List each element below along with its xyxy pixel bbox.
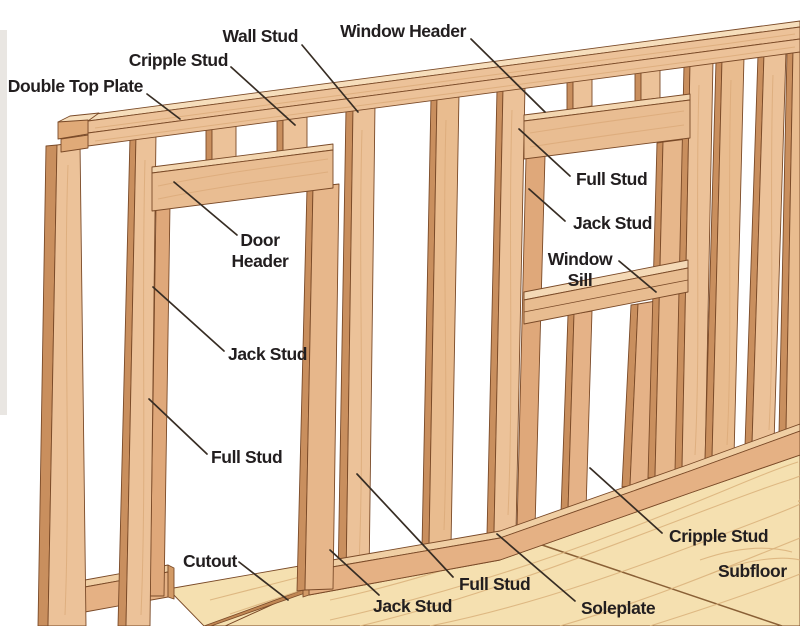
label-soleplate: Soleplate xyxy=(581,598,656,618)
window-full-stud-left xyxy=(486,85,526,535)
label-window-sill-line2: Sill xyxy=(568,270,593,290)
leader-soleplate xyxy=(496,533,576,602)
label-subfloor: Subfloor xyxy=(718,561,787,581)
label-double-top-plate: Double Top Plate xyxy=(8,76,144,96)
label-door-header-line2: Header xyxy=(232,251,290,271)
leader-cutout xyxy=(238,561,289,601)
door-header-beam xyxy=(151,143,334,212)
door-jack-stud-right xyxy=(296,183,340,592)
label-cripple-stud-top: Cripple Stud xyxy=(129,50,228,70)
leader-double-top-plate xyxy=(146,93,181,120)
double-top-plate-graphic xyxy=(57,20,800,153)
leader-door-header xyxy=(173,181,238,236)
wall-stud-right-edge xyxy=(778,48,800,434)
label-cripple-stud-bottom: Cripple Stud xyxy=(669,526,768,546)
wall-stud-middle xyxy=(421,93,460,548)
door-full-stud-left xyxy=(117,132,157,626)
window-cripple-stud-below-sill xyxy=(560,310,593,513)
label-jack-stud-window: Jack Stud xyxy=(573,213,652,233)
leader-cripple-stud-bottom xyxy=(589,467,663,534)
label-jack-stud-door: Jack Stud xyxy=(228,344,307,364)
label-jack-stud-bottom: Jack Stud xyxy=(373,596,452,616)
leader-wall-stud xyxy=(301,44,359,113)
leader-cripple-stud-top xyxy=(230,66,296,126)
leader-full-stud-bottom xyxy=(356,473,454,578)
leader-lines xyxy=(146,38,663,602)
labels: Double Top Plate Cripple Stud Wall Stud … xyxy=(8,21,788,618)
leader-window-sill xyxy=(618,260,657,293)
leader-jack-stud-bottom xyxy=(329,549,380,596)
window-framing xyxy=(486,60,714,535)
leader-full-stud-window xyxy=(518,128,571,177)
subfloor-seam xyxy=(541,544,783,626)
leader-full-stud-door xyxy=(148,398,208,455)
label-window-sill-line1: Window xyxy=(548,249,613,269)
label-wall-stud: Wall Stud xyxy=(223,26,298,46)
label-cutout: Cutout xyxy=(183,551,238,571)
window-header-beam xyxy=(523,93,691,160)
window-sill-beam xyxy=(523,259,689,325)
leader-jack-stud-door xyxy=(152,286,225,352)
label-door-header-line1: Door xyxy=(240,230,280,250)
label-full-stud-door: Full Stud xyxy=(211,447,282,467)
left-border-strip xyxy=(0,30,7,415)
label-window-header: Window Header xyxy=(340,21,466,41)
wall-stud-leftmost xyxy=(37,141,87,626)
label-full-stud-bottom: Full Stud xyxy=(459,574,530,594)
leader-window-header xyxy=(470,38,546,113)
leader-jack-stud-window xyxy=(528,188,566,222)
door-full-stud-right xyxy=(337,104,376,583)
label-full-stud-window: Full Stud xyxy=(576,169,647,189)
